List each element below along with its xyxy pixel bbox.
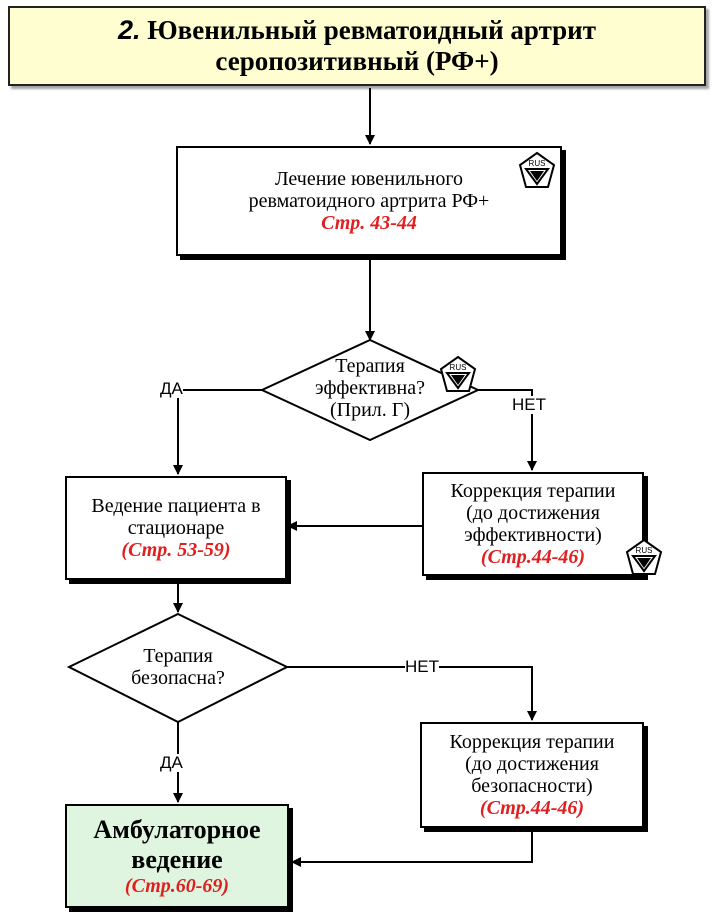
svg-text:RUS: RUS — [450, 363, 467, 372]
inpatient-ref[interactable]: (Стр. 53-59) — [121, 539, 231, 561]
inpatient-box[interactable]: Ведение пациента в стационаре (Стр. 53-5… — [65, 476, 287, 580]
rus-quality-mark-icon: RUS — [518, 151, 556, 188]
correction-eff-line1: Коррекция терапии — [450, 480, 616, 502]
treatment-line2: ревматоидного артрита РФ+ — [248, 190, 490, 212]
correction-eff-line3: эффективности) — [464, 524, 602, 546]
title-line2: серопозитивный (РФ+) — [215, 46, 499, 76]
treatment-line1: Лечение ювенильного — [274, 168, 464, 190]
effective-line2: эффективна? — [315, 377, 425, 399]
rus-quality-mark-icon: RUS — [625, 538, 663, 575]
outpatient-box[interactable]: Амбулаторное ведение (Стр.60-69) — [65, 804, 289, 908]
effective-line1: Терапия — [335, 355, 405, 377]
arrow-safe-no — [287, 666, 537, 721]
correction-effectiveness-box[interactable]: Коррекция терапии (до достижения эффекти… — [422, 472, 644, 576]
decision-safe-shape — [66, 612, 290, 724]
title-number: 2. — [117, 15, 141, 45]
correction-eff-line2: (до достижения — [466, 502, 600, 524]
label-safe-no: НЕТ — [405, 657, 439, 676]
diagram-title: 2. Ювенильный ревматоидный артрит серопо… — [8, 6, 706, 86]
safe-line1: Терапия — [143, 645, 213, 667]
outpatient-line1: Амбулаторное — [93, 814, 261, 844]
outpatient-ref[interactable]: (Стр.60-69) — [124, 874, 230, 897]
decision-safe[interactable]: Терапия безопасна? — [118, 645, 238, 689]
svg-text:RUS: RUS — [529, 159, 546, 168]
treatment-ref[interactable]: Стр. 43-44 — [321, 212, 417, 234]
inpatient-line1: Ведение пациента в — [91, 495, 261, 517]
label-effective-yes: ДА — [160, 379, 183, 398]
safe-line2: безопасна? — [131, 667, 225, 689]
correction-eff-ref[interactable]: (Стр.44-46) — [480, 546, 586, 568]
arrow-correction-to-outpatient — [291, 828, 533, 867]
correction-safety-box[interactable]: Коррекция терапии (до достижения безопас… — [420, 722, 644, 828]
correction-safe-line3: безопасности) — [471, 775, 593, 797]
decision-effective[interactable]: Терапия эффективна? (Прил. Г) — [290, 355, 450, 421]
title-line1: Ювенильный ревматоидный артрит — [147, 15, 596, 45]
outpatient-line2: ведение — [131, 844, 223, 874]
label-safe-yes: ДА — [160, 753, 183, 772]
effective-line3: (Прил. Г) — [329, 399, 410, 421]
inpatient-line2: стационаре — [127, 517, 225, 539]
correction-safe-line1: Коррекция терапии — [449, 731, 615, 753]
svg-text:RUS: RUS — [636, 546, 653, 555]
correction-safe-ref[interactable]: (Стр.44-46) — [479, 797, 585, 819]
correction-safe-line2: (до достижения — [465, 753, 599, 775]
arrow-effective-no — [478, 389, 537, 471]
label-effective-no: НЕТ — [512, 395, 546, 414]
rus-quality-mark-icon: RUS — [439, 355, 477, 392]
arrow-effective-yes — [173, 389, 262, 475]
treatment-box[interactable]: Лечение ювенильного ревматоидного артрит… — [176, 146, 562, 256]
